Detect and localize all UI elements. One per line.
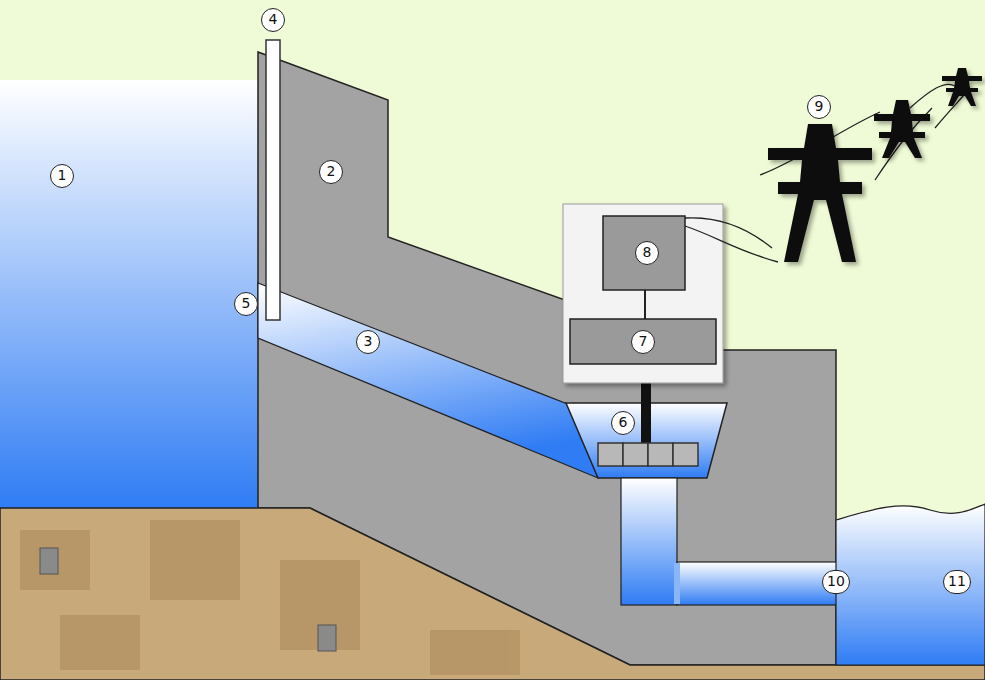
transformer — [570, 319, 716, 364]
tailwater — [836, 504, 985, 665]
callout-number: 1 — [50, 164, 74, 188]
callout-number: 10 — [822, 570, 850, 594]
turbine — [598, 443, 698, 466]
power-lines — [685, 84, 970, 262]
callout-number: 9 — [807, 95, 831, 119]
dam-body — [258, 52, 836, 665]
coupling — [644, 290, 646, 319]
ground-stones — [40, 548, 336, 651]
callout-number: 5 — [234, 292, 258, 316]
penstock — [258, 283, 598, 478]
intake-gate — [266, 40, 280, 320]
reservoir — [0, 80, 259, 508]
draft-tube — [621, 478, 677, 605]
callout-number: 7 — [631, 330, 655, 354]
generator — [603, 216, 685, 290]
pylons — [768, 68, 982, 262]
callout-number: 2 — [319, 160, 343, 184]
outflow-channel — [677, 562, 837, 605]
ground-texture — [20, 520, 520, 675]
callout-number: 6 — [611, 411, 635, 435]
callout-number: 4 — [261, 8, 285, 32]
callout-number: 3 — [356, 330, 380, 354]
callout-number: 8 — [635, 241, 659, 265]
callout-number: 11 — [943, 570, 971, 594]
pipe-join — [674, 563, 680, 604]
